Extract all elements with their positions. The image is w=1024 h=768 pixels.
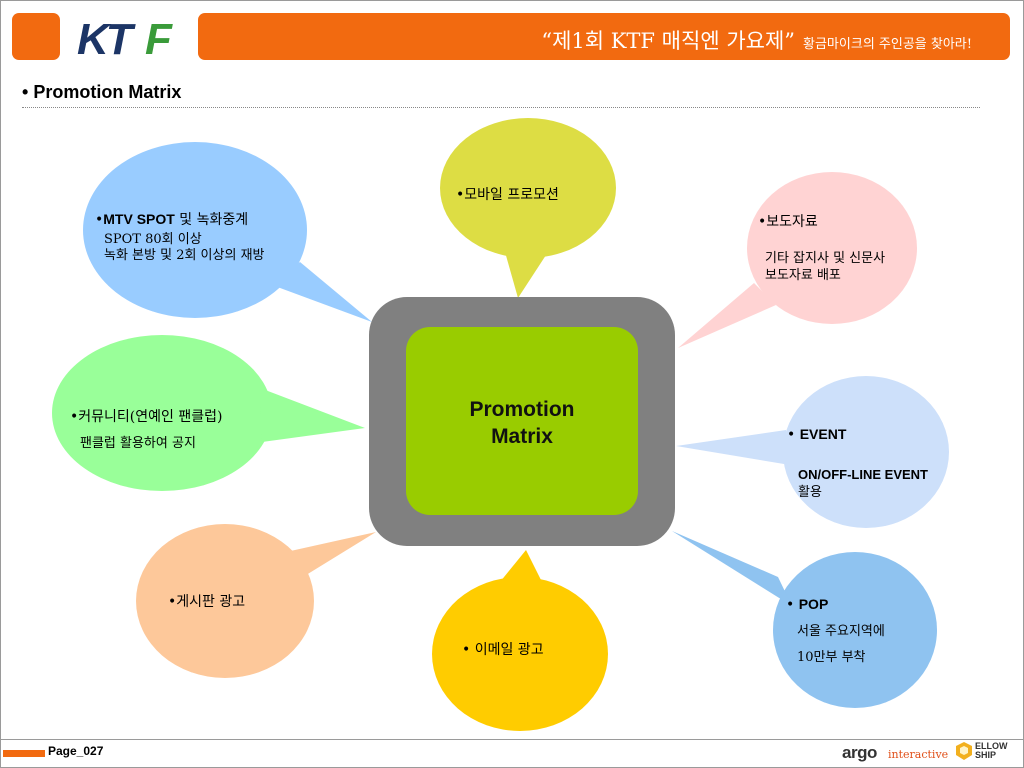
svg-text:F: F	[145, 15, 173, 62]
yellowship-logo: ELLOW SHIP	[975, 742, 1008, 760]
yellowship-logo-line1: ELLOW	[975, 741, 1008, 751]
pop-line1: 서울 주요지역에	[797, 624, 885, 639]
pop-heading: • POP	[786, 595, 828, 614]
yellowship-logo-line2: SHIP	[975, 750, 997, 760]
section-title-text: Promotion Matrix	[33, 82, 182, 102]
mtv-title-rest: 및 녹화중계	[174, 212, 249, 228]
header-title: “제1회 KTF 매직엔 가요제” 황금마이크의 주인공을 찾아라!	[541, 25, 972, 55]
bubble-press	[678, 172, 917, 348]
yellowship-icon	[956, 742, 972, 760]
mtv-bullet: •	[95, 212, 104, 228]
page-number: Page_027	[48, 744, 104, 758]
bubble-mtv	[83, 142, 372, 322]
center-box	[369, 297, 675, 546]
community-heading: •커뮤니티(연예인 팬클럽)	[70, 408, 222, 426]
board-heading: •게시판 광고	[168, 593, 245, 611]
footer-accent-bar	[3, 750, 45, 757]
pop-title-text: POP	[798, 596, 829, 612]
center-label: Promotion Matrix	[407, 396, 637, 450]
argo-logo-subtext: interactive	[888, 748, 949, 761]
email-title: 이메일 광고	[474, 642, 544, 658]
event-title: “제1회 KTF 매직엔 가요제”	[541, 29, 796, 53]
section-bullet: •	[22, 82, 29, 102]
section-divider	[22, 107, 980, 108]
community-bullet: •	[70, 409, 79, 425]
board-bullet: •	[168, 594, 177, 610]
press-bullet: •	[758, 214, 767, 230]
event-heading: • EVENT	[787, 425, 846, 444]
bubble-mobile	[440, 118, 616, 298]
mobile-heading: •모바일 프로모션	[456, 186, 559, 204]
email-heading: • 이메일 광고	[462, 641, 544, 659]
argo-logo: argo	[842, 743, 877, 762]
center-label-line1: Promotion	[469, 398, 575, 421]
mobile-bullet: •	[456, 187, 465, 203]
press-line1: 기타 잡지사 및 신문사	[765, 251, 886, 266]
mtv-line2: 녹화 본방 및 2회 이상의 재방	[104, 248, 265, 263]
pop-bullet: •	[786, 597, 795, 613]
bubble-pop	[672, 531, 937, 708]
pop-line2: 10만부 부착	[797, 650, 866, 665]
mtv-heading: •MTV SPOT 및 녹화중계	[95, 210, 248, 229]
header-accent-square	[12, 13, 60, 60]
bubble-community	[52, 335, 365, 491]
press-heading: •보도자료	[758, 213, 818, 231]
press-line2: 보도자료 배포	[765, 268, 841, 283]
center-label-line2: Matrix	[491, 425, 553, 448]
footer-divider	[0, 739, 1024, 740]
event-bullet: •	[787, 427, 796, 443]
header-title-bar: “제1회 KTF 매직엔 가요제” 황금마이크의 주인공을 찾아라!	[198, 13, 1010, 60]
board-title: 게시판 광고	[176, 594, 246, 610]
bubble-event	[676, 376, 949, 528]
press-title: 보도자료	[766, 214, 818, 230]
bubble-email	[432, 550, 608, 731]
event-subtitle: 황금마이크의 주인공을 찾아라!	[803, 37, 972, 52]
email-bullet: •	[462, 642, 471, 658]
mtv-title: MTV SPOT	[103, 211, 175, 227]
community-title: 커뮤니티(연예인 팬클럽)	[78, 409, 223, 425]
svg-text:KT: KT	[77, 15, 136, 62]
event-line1: ON/OFF-LINE EVENT	[798, 467, 928, 482]
event-line2: 활용	[798, 485, 822, 500]
bubble-board	[136, 524, 376, 678]
event-title-text: EVENT	[799, 426, 847, 442]
mobile-title: 모바일 프로모션	[464, 187, 559, 203]
ktf-logo: KT F	[77, 15, 173, 62]
mtv-line1: SPOT 80회 이상	[104, 232, 202, 247]
community-line1: 팬클럽 활용하여 공지	[80, 436, 196, 451]
section-title: • Promotion Matrix	[22, 82, 181, 103]
